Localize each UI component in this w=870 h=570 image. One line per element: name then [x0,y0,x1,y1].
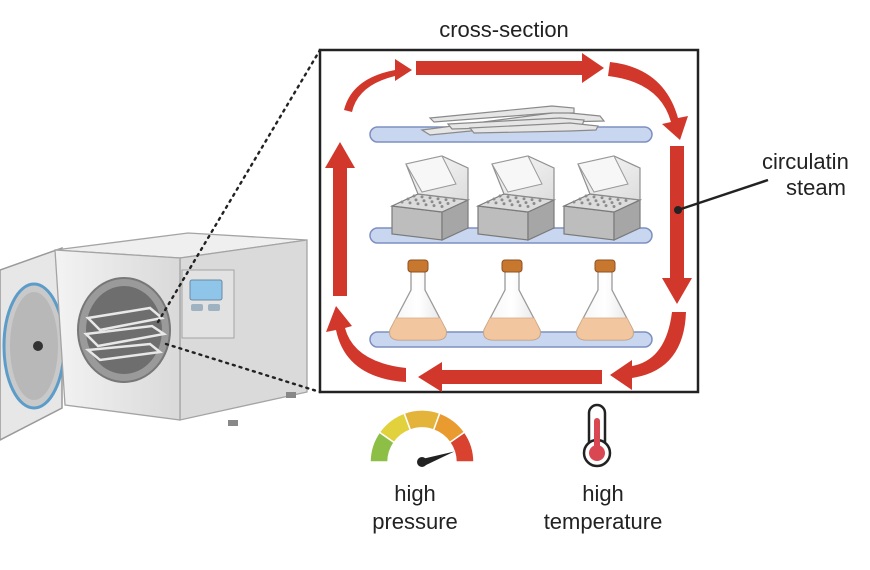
tweezers-icon [420,105,606,136]
pipette-tip-box-icon [475,155,557,241]
temperature-label-line2: temperature [543,509,663,534]
autoclave-button-right [208,304,220,311]
autoclave-foot [228,420,238,426]
autoclave-button-left [191,304,203,311]
thermometer-bulb [589,445,605,461]
arrow-top-left [344,59,412,112]
steam-label-line2: steam [786,175,846,200]
pipette-tip-box-icon [389,155,471,241]
arrow-top-straight [416,53,604,83]
autoclave-foot [286,392,296,398]
autoclave-chamber-racks [83,306,168,362]
gauge-segment [448,431,475,463]
zoom-lines [156,48,322,394]
arrow-right-straight [662,146,692,304]
pipette-tip-boxes [389,155,643,241]
steam-circulation-arrows [325,53,692,392]
autoclave-display [189,279,223,301]
temperature-label-line1: high [582,481,624,506]
autoclave-door [0,246,66,441]
autoclave-machine-icon [0,232,308,441]
gauge-hub [417,457,427,467]
pressure-gauge-icon [369,409,475,467]
arrow-bottom-left [326,306,406,382]
arrow-left-straight [325,142,355,296]
thermometer-fill [594,418,600,452]
pressure-label-line2: pressure [372,509,458,534]
cross-section-label: cross-section [439,17,569,42]
arrow-top-right [608,62,688,140]
arrow-bottom-right [610,312,686,390]
erlenmeyer-flasks [389,259,634,341]
erlenmeyer-flask-icon [389,259,447,341]
pressure-label-line1: high [394,481,436,506]
arrow-bottom-straight [418,362,602,392]
erlenmeyer-flask-icon [483,259,541,341]
thermometer-icon [582,403,612,468]
erlenmeyer-flask-icon [576,259,634,341]
gauge-needle [422,451,455,466]
pipette-tip-box-icon [561,155,643,241]
steam-label-line1: circulatin [762,149,849,174]
